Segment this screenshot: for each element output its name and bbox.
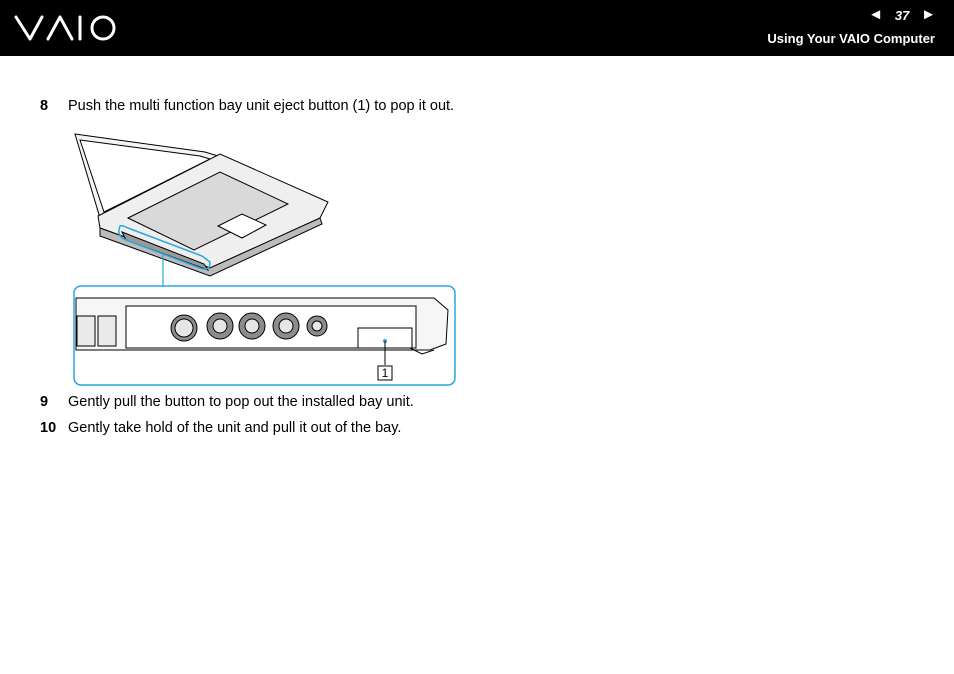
step-10: 10 Gently take hold of the unit and pull … <box>40 420 401 436</box>
laptop-bay-illustration: 1 <box>73 133 456 386</box>
page-number: 37 <box>894 7 910 23</box>
bay-unit-closeup <box>75 297 449 355</box>
step-text: Push the multi function bay unit eject b… <box>68 98 455 114</box>
step-8: 8 Push the multi function bay unit eject … <box>40 98 454 114</box>
step-number: 8 <box>40 98 49 114</box>
page-navigation: ◄ 37 ► <box>868 7 936 23</box>
laptop-illustration <box>74 133 329 277</box>
callout-number: 1 <box>382 366 389 380</box>
step-number: 10 <box>40 420 57 436</box>
step-9: 9 Gently pull the button to pop out the i… <box>40 394 414 410</box>
section-title: Using Your VAIO Computer <box>767 31 935 46</box>
prev-page-icon[interactable]: ◄ <box>868 6 884 23</box>
page-header: ◄ 37 ► Using Your VAIO Computer <box>0 0 954 56</box>
next-page-icon[interactable]: ► <box>921 6 936 23</box>
step-number: 9 <box>40 394 49 410</box>
step-text: Gently pull the button to pop out the in… <box>68 394 414 410</box>
callout-number-box <box>377 365 393 381</box>
vaio-logo-icon <box>14 15 116 41</box>
step-text: Gently take hold of the unit and pull it… <box>68 420 402 436</box>
